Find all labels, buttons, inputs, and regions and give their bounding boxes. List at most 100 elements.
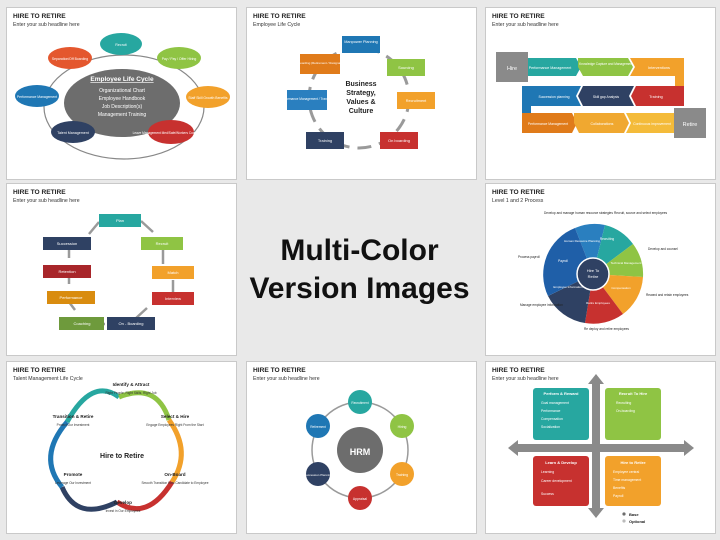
box-label: Performance Management / Transfers	[280, 97, 334, 101]
slide-subtitle: Employee Life Cycle	[253, 22, 301, 28]
step-desc: Smooth Transition from Candidate to Empl…	[142, 481, 209, 485]
slide-quadrant[interactable]: HIRE TO RETIRE Enter your sub headline h…	[485, 361, 716, 534]
box-label: Recruitment	[406, 99, 427, 103]
quad-item: Socialization	[541, 425, 560, 429]
quad-item: Compensation	[541, 417, 563, 421]
hrm-node: Appraisal	[353, 497, 367, 501]
box-label: Retention	[58, 269, 75, 274]
quad-heading: Perform & Reward	[544, 391, 579, 396]
flow-label: Skill gap Analysis	[593, 95, 620, 99]
hire-retire-flow-diagram: Hire Performance Management Knowledge Ca…	[496, 52, 706, 138]
quad-heading: Hire to Retire	[620, 460, 646, 465]
box-label: Interview	[165, 296, 181, 301]
slide-subtitle: Enter your sub headline here	[13, 198, 80, 204]
flow-label: Collaborations	[591, 122, 614, 126]
slide-talent-management[interactable]: HIRE TO RETIRE Talent Management Life Cy…	[6, 361, 237, 534]
step-heading: Transition & Retire	[53, 414, 94, 419]
slide-title: HIRE TO RETIRE	[253, 13, 306, 20]
life-cycle-diagram: Employee Life Cycle Organizational Chart…	[15, 33, 230, 160]
step-desc: Leverage Our Investment	[55, 481, 91, 485]
slide-title: HIRE TO RETIRE	[13, 189, 66, 196]
segment-label: Retire Employees	[586, 301, 610, 305]
step-heading: Select & Hire	[161, 414, 190, 419]
slide-subtitle: Level 1 and 2 Process	[492, 198, 544, 204]
slide-employee-life-cycle[interactable]: HIRE TO RETIRE Enter your sub headline h…	[6, 7, 237, 180]
quad-item: Goal management	[541, 401, 569, 405]
hire-label: Hire	[507, 66, 517, 72]
box-label: Match	[168, 270, 179, 275]
box-label: Coaching	[74, 321, 91, 326]
hrm-node: Retirement	[310, 425, 326, 429]
talent-center: Hire to Retire	[100, 453, 144, 460]
step-desc: Invest in Our Employees	[106, 509, 141, 513]
core-title: Employee Life Cycle	[90, 76, 154, 83]
slide-recruitment-cycle[interactable]: HIRE TO RETIRE Enter your sub headline h…	[6, 183, 237, 356]
slide-title: HIRE TO RETIRE	[13, 367, 66, 374]
core-item: Employee Handbook	[99, 96, 146, 102]
node-label: Staff Skill Growth Benefits	[188, 96, 227, 100]
step-heading: Promote	[64, 472, 83, 477]
quad-item: Payroll	[613, 494, 624, 498]
flow-label: Interventions	[648, 66, 670, 70]
slide-subtitle: Enter your sub headline here	[492, 22, 559, 28]
quad-heading: Recruit To Hire	[619, 391, 648, 396]
slide-subtitle: Talent Management Life Cycle	[13, 376, 83, 382]
outer-label: Manage employee information	[520, 303, 563, 307]
core-item: Organizational Chart	[99, 88, 145, 94]
slide-title: HIRE TO RETIRE	[492, 367, 545, 374]
legend-base: Base	[629, 512, 639, 517]
box-label: Training	[318, 138, 332, 143]
segment-label: Human Resource Planning	[564, 239, 600, 243]
slide-hrm[interactable]: HIRE TO RETIRE Enter your sub headline h…	[246, 361, 477, 534]
box-label: Succession	[57, 241, 77, 246]
retire-label: Retire	[683, 122, 698, 128]
hrm-node: Recruitment	[351, 401, 368, 405]
hrm-node: Training	[396, 473, 408, 477]
step-heading: Develop	[114, 500, 132, 505]
wheel-center: Hire To	[587, 268, 600, 273]
flow-label: Performance Management	[528, 122, 568, 126]
node-label: Talent Management	[57, 131, 89, 135]
outer-label: Process payroll	[518, 255, 540, 259]
outer-label: Develop and counsel	[648, 247, 678, 251]
box-label: Recruit	[156, 241, 170, 246]
slide-title: HIRE TO RETIRE	[253, 367, 306, 374]
quad-item: On-boarding	[616, 409, 635, 413]
strategy-cycle-diagram: Business Strategy, Values & Culture Manp…	[280, 36, 435, 150]
center-text: Values &	[346, 99, 375, 106]
box-label: On boarding	[388, 138, 410, 143]
slide-hire-retire-flow[interactable]: HIRE TO RETIRE Enter your sub headline h…	[485, 7, 716, 180]
outer-label: Re deploy and retire employees	[584, 327, 629, 331]
slide-subtitle: Enter your sub headline here	[13, 22, 80, 28]
step-desc: Protect Our Investment	[57, 423, 90, 427]
wheel-center: Retire	[588, 274, 599, 279]
node-label: Pay / Pay / Offer Hiring	[162, 57, 197, 61]
node-label: Performance Management	[17, 95, 57, 99]
slide-level-process[interactable]: HIRE TO RETIRE Level 1 and 2 Process Hir…	[485, 183, 716, 356]
core-item: Management Training	[98, 112, 147, 118]
hrm-center: HRM	[350, 447, 371, 457]
slide-subtitle: Enter your sub headline here	[492, 376, 559, 382]
hrm-node: Hiring	[398, 425, 407, 429]
step-heading: On-Board	[164, 472, 185, 477]
hrm-wheel-diagram: HRM Recruitment Hiring Training Appraisa…	[304, 390, 414, 510]
box-label: Sourcing	[398, 65, 414, 70]
flow-label: Performance Management	[529, 66, 572, 70]
slide-title: HIRE TO RETIRE	[13, 13, 66, 20]
process-wheel-diagram: Hire To Retire Human Resource Planning R…	[518, 211, 689, 331]
node-label: Separation/Off Boarding	[52, 57, 88, 61]
flow-label: Continuous improvement	[633, 122, 671, 126]
flow-label: Succession planning	[538, 95, 569, 99]
quad-heading: Learn & Develop	[545, 460, 577, 465]
node-label: Leave Management Med/Safe/Workers Compen…	[133, 131, 210, 135]
quad-item: Employee central	[613, 470, 639, 474]
quad-item: Performance	[541, 409, 561, 413]
center-text: Business	[345, 81, 376, 88]
caption-line-1: Multi-Color	[280, 233, 439, 267]
slide-employee-life-cycle-boxes[interactable]: HIRE TO RETIRE Employee Life Cycle Busin…	[246, 7, 477, 180]
quad-item: Career development	[541, 479, 572, 483]
outer-label: Recruit, source and select employees	[614, 211, 668, 215]
box-label: Plan	[116, 218, 124, 223]
slide-title: HIRE TO RETIRE	[492, 189, 545, 196]
segment-label: Recruiting	[600, 237, 615, 241]
